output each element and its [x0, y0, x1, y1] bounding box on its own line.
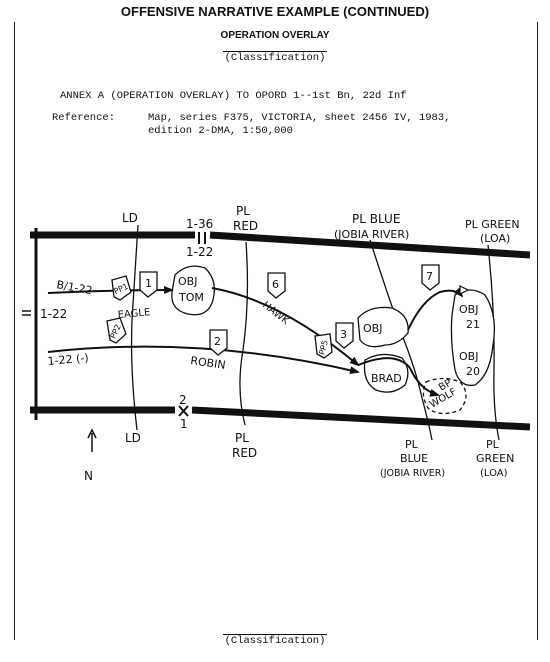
obj-20-label-1: OBJ [459, 350, 478, 363]
axis-wolf-to-obj-arrow [407, 287, 464, 331]
obj-20-label-2: 20 [466, 365, 480, 378]
classification-bottom: (Classification) [0, 634, 550, 647]
pl-green-bottom-label-2: GREEN [476, 452, 514, 465]
axis-hawk-arrow [211, 287, 360, 367]
passage-point-5-label: PP5 [317, 339, 330, 356]
pl-red-top-label-1: PL [236, 204, 250, 218]
pl-red-bottom-label-2: RED [232, 446, 257, 460]
pl-green-bottom-label-1: PL [486, 438, 500, 451]
obj-21-20-outline [450, 289, 496, 387]
pl-blue-bottom-label-3: (JOBIA RIVER) [380, 468, 445, 479]
left-boundary-tick [22, 310, 31, 316]
boundary-top-label-2: 1-22 [186, 245, 213, 259]
axis-brad-to-wolf-arrow [357, 357, 440, 397]
pl-red-bottom-label-1: PL [235, 431, 249, 445]
unit-b-1-22-label: B/1-22 [55, 278, 93, 297]
obj-brad-outline [357, 306, 409, 348]
obj-21-label-2: 21 [466, 318, 480, 331]
classification-bottom-text: (Classification) [222, 634, 328, 647]
top-boundary-line [30, 231, 531, 259]
checkpoint-2-label: 2 [214, 335, 221, 348]
obj-brad-label-1: OBJ [363, 322, 382, 335]
axis-robin-label: ROBIN [190, 354, 227, 372]
pl-green-bottom-label-3: (LOA) [480, 468, 508, 479]
checkpoint-1-marker: 1 [139, 271, 158, 298]
ld-line [130, 224, 139, 431]
overlay-subtitle: OPERATION OVERLAY [220, 30, 330, 41]
boundary-bottom-label-1: 2 [179, 393, 187, 407]
checkpoint-2-marker: 2 [209, 329, 228, 356]
north-arrow [87, 428, 97, 452]
axis-eagle-label: EAGLE [117, 307, 150, 321]
pl-green-line [487, 244, 500, 441]
pl-blue-bottom-label-2: BLUE [400, 452, 428, 465]
obj-marker-flag [459, 285, 470, 295]
annex-line: ANNEX A (OPERATION OVERLAY) TO OPORD 1--… [60, 90, 407, 102]
pl-green-top-label-1: PL GREEN [465, 218, 520, 231]
passage-point-5-marker: PP5 [314, 333, 333, 359]
boundary-bottom-label-2: 1 [180, 417, 188, 431]
axis-robin-arrow [47, 345, 360, 375]
reference-label: Reference: [52, 112, 116, 124]
unit-1-22-minus-label: 1-22 (-) [47, 351, 89, 368]
passage-point-1-marker: PP1 [111, 275, 132, 301]
classification-top-text: (Classification) [222, 51, 328, 64]
obj-tom-outline [171, 265, 216, 316]
boundary-top-label-1: 1-36 [186, 217, 213, 231]
ld-top-label: LD [122, 211, 138, 225]
checkpoint-3-marker: 3 [335, 322, 354, 349]
document-title: OFFENSIVE NARRATIVE EXAMPLE (CONTINUED) [120, 4, 430, 19]
obj-21-label-1: OBJ [459, 303, 478, 316]
north-label: N [84, 469, 93, 483]
ld-bottom-label: LD [125, 431, 141, 445]
checkpoint-1-label: 1 [145, 277, 152, 290]
boundary-left-label: 1-22 [40, 307, 67, 321]
pl-red-top-label-2: RED [233, 219, 258, 233]
axis-hawk-label: HAWK [260, 300, 291, 328]
bottom-boundary-line [30, 406, 531, 431]
left-margin-rule [14, 22, 15, 640]
checkpoint-3-label: 3 [340, 328, 347, 341]
pl-blue-line [369, 239, 433, 441]
checkpoint-7-label: 7 [426, 270, 433, 283]
reference-line-1: Map, series F375, VICTORIA, sheet 2456 I… [148, 112, 451, 124]
pl-red-line [239, 241, 249, 426]
checkpoint-6-label: 6 [272, 278, 279, 291]
obj-tom-label-1: OBJ [178, 275, 197, 288]
top-boundary-ticks [198, 232, 206, 244]
bp-wolf-outline [422, 377, 467, 415]
axis-eagle-arrow [47, 286, 174, 295]
right-margin-rule [537, 22, 538, 640]
obj-brad-lower-outline [363, 353, 409, 393]
checkpoint-7-marker: 7 [421, 264, 440, 291]
classification-top: (Classification) [0, 51, 550, 64]
pl-blue-top-label-1: PL BLUE [352, 212, 400, 226]
pl-blue-bottom-label-1: PL [405, 438, 419, 451]
obj-brad-label-2: BRAD [371, 372, 402, 385]
pl-green-top-label-2: (LOA) [480, 232, 510, 245]
passage-point-2-marker: PP2 [106, 317, 127, 344]
pl-blue-top-label-2: (JOBIA RIVER) [334, 228, 409, 241]
bottom-boundary-cross [178, 405, 189, 417]
obj-tom-label-2: TOM [178, 291, 204, 304]
reference-line-2: edition 2-DMA, 1:50,000 [148, 125, 293, 137]
checkpoint-6-marker: 6 [267, 272, 286, 299]
